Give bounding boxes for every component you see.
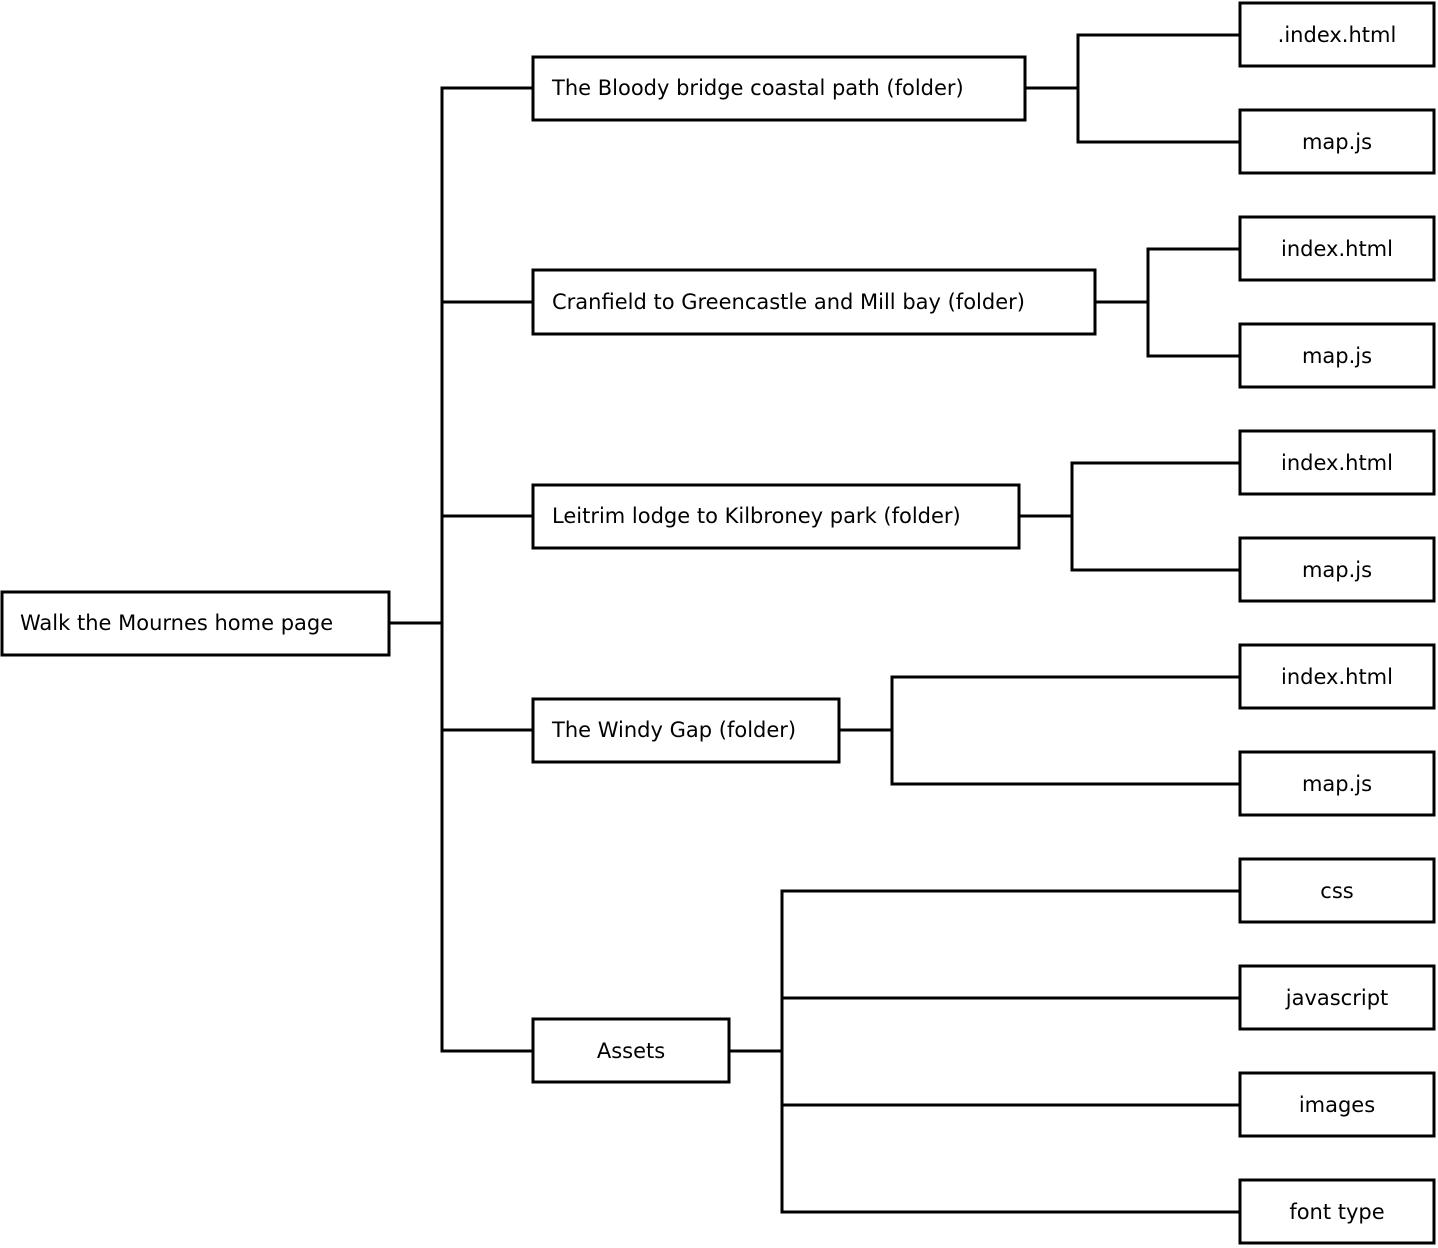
branch-node-bloody-bridge: The Bloody bridge coastal path (folder) (531, 55, 1027, 122)
leaf-node-label: images (1299, 1093, 1375, 1117)
connectors (387, 33, 1242, 1214)
branch-node-label: Cranfield to Greencastle and Mill bay (f… (552, 290, 1025, 314)
leaf-node-cranfield-map: map.js (1238, 322, 1436, 389)
leaf-node-label: index.html (1281, 665, 1393, 689)
leaf-node-leitrim-map: map.js (1238, 536, 1436, 603)
root-node-label: Walk the Mournes home page (20, 611, 333, 635)
leaf-node-assets-javascript: javascript (1238, 964, 1436, 1031)
leaf-node-label: font type (1289, 1200, 1384, 1224)
leaf-node-windy-gap-index: index.html (1238, 643, 1436, 710)
branch-node-label: The Bloody bridge coastal path (folder) (551, 76, 964, 100)
leaf-node-label: .index.html (1278, 23, 1397, 47)
leaf-node-assets-images: images (1238, 1071, 1436, 1138)
leaf-node-leitrim-index: index.html (1238, 429, 1436, 496)
leaf-node-label: map.js (1302, 344, 1372, 368)
leaf-node-windy-gap-map: map.js (1238, 750, 1436, 817)
leaf-node-cranfield-index: index.html (1238, 215, 1436, 282)
leaf-node-label: javascript (1285, 986, 1389, 1010)
leaf-node-label: index.html (1281, 237, 1393, 261)
branch-node-leitrim-lodge: Leitrim lodge to Kilbroney park (folder) (531, 483, 1021, 550)
leaf-node-assets-css: css (1238, 857, 1436, 924)
leaf-node-label: map.js (1302, 772, 1372, 796)
leaf-node-bloody-bridge-map: map.js (1238, 108, 1436, 175)
leaf-node-label: css (1320, 879, 1353, 903)
leaf-node-label: index.html (1281, 451, 1393, 475)
leaf-node-label: map.js (1302, 130, 1372, 154)
branch-node-cranfield: Cranfield to Greencastle and Mill bay (f… (531, 268, 1097, 336)
branch-node-windy-gap: The Windy Gap (folder) (531, 697, 841, 764)
branch-node-label: Assets (597, 1039, 665, 1063)
leaf-node-assets-font-type: font type (1238, 1178, 1436, 1245)
leaf-node-bloody-bridge-index: .index.html (1238, 1, 1436, 68)
branch-node-label: Leitrim lodge to Kilbroney park (folder) (552, 504, 961, 528)
leaf-node-label: map.js (1302, 558, 1372, 582)
branch-node-label: The Windy Gap (folder) (551, 718, 796, 742)
root-node: Walk the Mournes home page (0, 590, 391, 657)
branch-node-assets: Assets (531, 1017, 731, 1084)
